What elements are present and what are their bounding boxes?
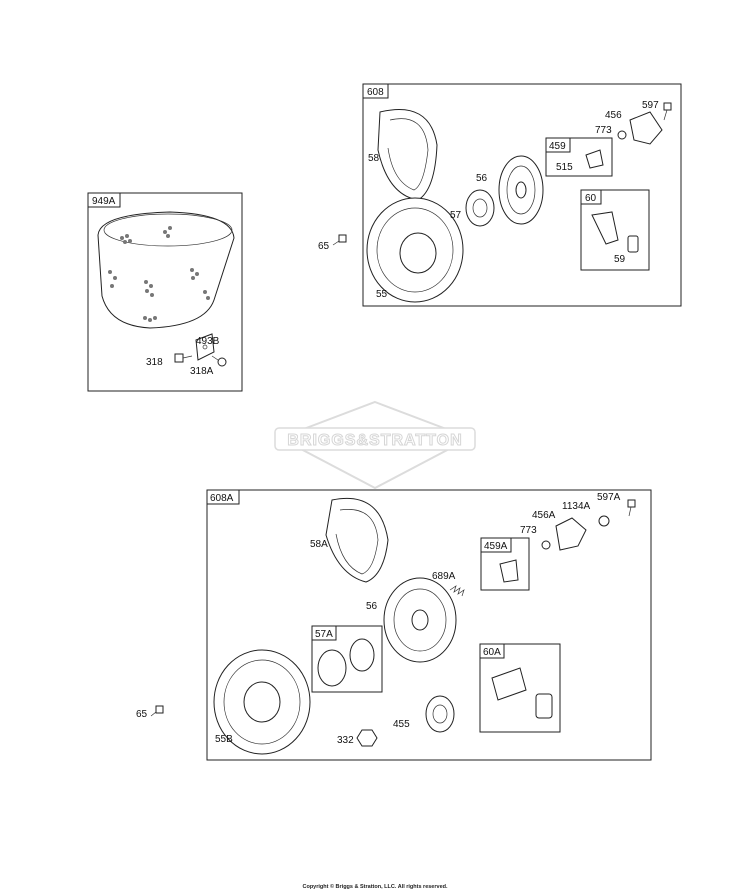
- group-57A-frame: [311, 625, 383, 693]
- group-459A-tag: [480, 537, 512, 553]
- group-60A-tag: [479, 643, 505, 659]
- air-filter-screen: [97, 211, 235, 329]
- label-55B: 55B: [215, 734, 233, 745]
- group-608-frame: [362, 83, 682, 307]
- screw-597A: [627, 499, 636, 517]
- watermark-text: BRIGGS&STRATTON: [287, 432, 462, 449]
- label-65-lower: 65: [136, 709, 148, 720]
- starter-handle-60: [591, 211, 619, 245]
- group-459-frame: [545, 137, 613, 177]
- washer-773: [617, 130, 627, 140]
- spring-689A: [449, 585, 465, 597]
- label-455: 455: [393, 719, 410, 730]
- recoil-spring-58: [377, 108, 438, 201]
- screw-597: [663, 102, 672, 121]
- group-949A-frame: [87, 192, 243, 392]
- label-65-top: 65: [318, 241, 330, 252]
- screw-65-lower: [150, 705, 164, 717]
- label-515: 515: [556, 162, 573, 173]
- group-608A: 608A 58A 459A 689A 56 57A 60A: [206, 489, 652, 761]
- spring-57A: [349, 638, 375, 672]
- group-608A-frame: [206, 489, 652, 761]
- group-57A-tag: [311, 625, 337, 641]
- label-318A: 318A: [190, 366, 214, 377]
- label-689A: 689A: [432, 571, 456, 582]
- label-773: 773: [595, 125, 612, 136]
- label-59: 59: [614, 254, 626, 265]
- label-55: 55: [376, 289, 388, 300]
- handle-60A: [491, 667, 527, 701]
- screw-65-top: [332, 234, 347, 246]
- label-57: 57: [450, 210, 462, 221]
- label-459A: 459A: [484, 541, 508, 552]
- guide-455: [425, 695, 455, 733]
- washer-456A: [598, 515, 610, 527]
- screw-318A: [211, 355, 227, 367]
- dog-515: [585, 149, 604, 169]
- label-56: 56: [476, 173, 488, 184]
- group-459-tag: [545, 137, 571, 153]
- group-60-tag: [580, 189, 602, 205]
- pulley-56: [498, 155, 544, 225]
- label-493B: 493B: [196, 336, 220, 347]
- label-773-lower: 773: [520, 525, 537, 536]
- label-456: 456: [605, 110, 622, 121]
- label-597: 597: [642, 100, 659, 111]
- ring-773: [541, 540, 551, 550]
- label-318: 318: [146, 357, 163, 368]
- label-58A: 58A: [310, 539, 328, 550]
- spring-cup-57: [465, 189, 495, 227]
- housing-55B: [213, 649, 311, 755]
- bracket-493B: [195, 333, 215, 361]
- label-60: 60: [585, 193, 597, 204]
- screw-318: [174, 353, 193, 363]
- copyright-notice: Copyright © Briggs & Stratton, LLC. All …: [302, 884, 448, 890]
- nut-332: [356, 729, 378, 747]
- label-459: 459: [549, 141, 566, 152]
- insert-60A: [535, 693, 553, 719]
- group-608: 608 58 55 57 56 459 5: [362, 83, 682, 307]
- dog-459A: [499, 559, 519, 583]
- label-456A: 456A: [532, 510, 556, 521]
- group-949A-tag: [87, 192, 121, 208]
- group-60A-frame: [479, 643, 561, 733]
- insert-59: [627, 235, 639, 253]
- label-60A: 60A: [483, 647, 501, 658]
- group-60-frame: [580, 189, 650, 271]
- cup-57A: [317, 649, 347, 687]
- pulley-56-lower: [383, 577, 457, 663]
- plate-456: [629, 111, 663, 145]
- label-56-lower: 56: [366, 601, 378, 612]
- label-58: 58: [368, 153, 380, 164]
- label-608: 608: [367, 87, 384, 98]
- label-57A: 57A: [315, 629, 333, 640]
- briggs-stratton-watermark: BRIGGS&STRATTON: [274, 400, 476, 490]
- label-1134A: 1134A: [562, 501, 591, 512]
- group-608-tag: [362, 83, 389, 99]
- plate-1134A: [555, 517, 587, 551]
- label-597A: 597A: [597, 492, 621, 503]
- recoil-spring-58A: [325, 497, 389, 583]
- housing-55: [366, 197, 464, 303]
- label-949A: 949A: [92, 196, 116, 207]
- group-608A-tag: [206, 489, 240, 505]
- label-332: 332: [337, 735, 354, 746]
- group-949A: 949A 493B 318: [87, 192, 243, 392]
- label-608A: 608A: [210, 493, 234, 504]
